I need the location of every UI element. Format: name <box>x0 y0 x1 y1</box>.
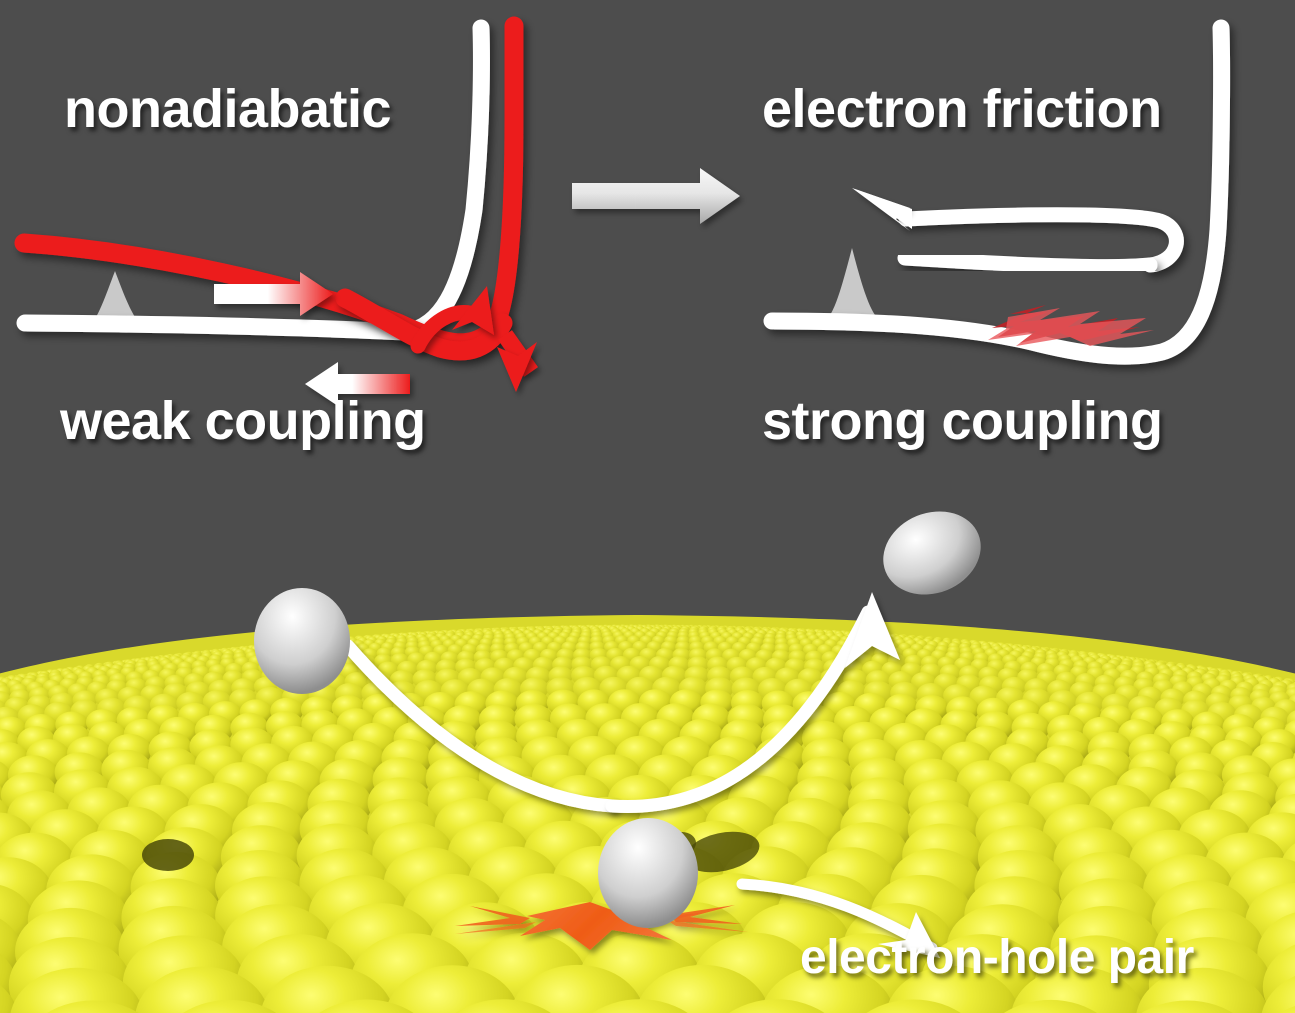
red-friction-streak <box>988 305 1154 346</box>
impact-particle <box>598 818 698 928</box>
callout-arrowhead <box>878 912 940 958</box>
outgoing-particle <box>883 511 981 595</box>
incoming-gradient-arrow-left <box>214 272 333 316</box>
electron-hole-pair-spark <box>455 898 748 950</box>
metal-atom <box>9 967 145 1013</box>
return-arrowhead-fill <box>855 189 912 229</box>
outgoing-trajectory <box>605 605 875 814</box>
label-strong-coupling: strong coupling <box>762 391 1163 451</box>
surface-vacancy <box>684 831 760 873</box>
panel-transition-arrow <box>572 168 740 224</box>
surface-vacancy <box>142 839 194 871</box>
incoming-trajectory <box>341 639 619 813</box>
gray-wavepacket-left <box>83 271 150 330</box>
return-branch-upper <box>898 207 1184 273</box>
right-panel-adiabatic-diagram <box>763 19 1231 365</box>
red-hop-arrow-down-head <box>497 342 537 392</box>
return-arrowhead <box>852 188 910 231</box>
red-hop-path <box>335 288 513 361</box>
return-branch-lower <box>897 250 1158 275</box>
metal-atom <box>135 966 270 1013</box>
label-electron-hole-pair: electron-hole pair <box>800 931 1194 984</box>
red-hop-arrow-up-tail <box>410 305 478 354</box>
incoming-particle <box>254 588 350 694</box>
metal-atom <box>1260 969 1295 1013</box>
metal-atom <box>635 964 770 1013</box>
red-hop-arrow-up-head <box>452 286 494 335</box>
metal-atom <box>885 965 1020 1013</box>
metal-atom <box>260 965 395 1013</box>
gray-wavepacket-right <box>822 248 884 322</box>
metal-atom <box>385 965 520 1013</box>
outgoing-gradient-arrow-left <box>305 362 410 406</box>
metal-atom <box>510 964 645 1013</box>
label-weak-coupling: weak coupling <box>60 391 426 451</box>
metal-atom <box>1135 967 1271 1013</box>
label-nonadiabatic: nonadiabatic <box>64 79 392 139</box>
left-panel-diabatic-diagram <box>14 16 538 406</box>
white-adiabatic-curve <box>763 19 1231 365</box>
trajectory-arrowhead <box>845 592 900 668</box>
metal-atom <box>1010 966 1146 1013</box>
label-electron-friction: electron friction <box>762 79 1162 139</box>
metal-atom <box>760 965 895 1013</box>
